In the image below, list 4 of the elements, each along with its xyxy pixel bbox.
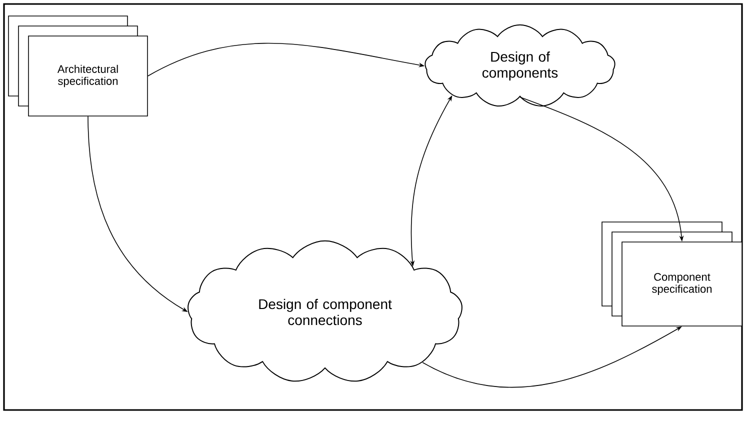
document-stack: Architectural specification	[8, 16, 148, 116]
document-stack: Component specification	[602, 222, 742, 326]
cloud: Design of component connections	[188, 240, 462, 382]
cloud: Design of components	[424, 24, 616, 106]
